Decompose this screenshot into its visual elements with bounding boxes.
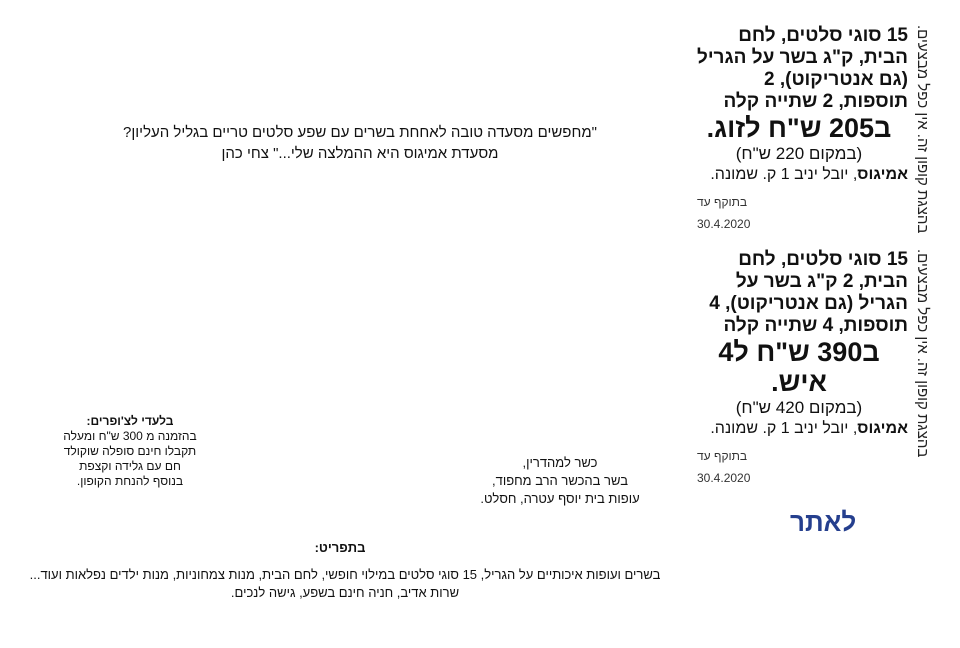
coupons-column: 15 סוגי סלטים, לחם הבית, ק"ג בשר על הגרי… [690, 25, 945, 538]
exclusive-title: בלעדי לצ'ופרים: [86, 414, 174, 428]
exclusive-line: תקבלו חינם סופלה שוקולד [63, 444, 197, 458]
exclusive-line: בנוסף להנחת הקופון. [76, 474, 184, 488]
coupon-restaurant-address: אמיגוס, יובל יניב 1 ק. שמונה. [690, 164, 908, 185]
coupon-validity: בתוקף עד 30.4.2020 [690, 445, 908, 489]
menu-line: בשרים ועופות איכותיים על הגריל, 15 סוגי … [29, 567, 661, 582]
exclusive-line: חם עם גלידה וקצפת [79, 459, 181, 473]
coupon-offer: 15 סוגי סלטים, לחם הבית, ק"ג בשר על הגרי… [690, 25, 908, 185]
exclusive-offer: בלעדי לצ'ופרים: בהזמנה מ 300 ש"ח ומעלה ת… [30, 414, 230, 489]
coupon-body: 15 סוגי סלטים, לחם הבית, ק"ג בשר על הגרי… [690, 25, 908, 235]
coupon-original-price: (במקום 220 ש"ח) [735, 144, 863, 163]
coupon-terms: בהצגת קופון זה. אין כפל מבצעים. [914, 249, 931, 458]
coupon-offer: 15 סוגי סלטים, לחם הבית, 2 ק"ג בשר על הג… [690, 249, 908, 439]
coupon-body: 15 סוגי סלטים, לחם הבית, 2 ק"ג בשר על הג… [690, 249, 908, 489]
kosher-line: בשר בהכשר הרב מחפוד, [492, 473, 628, 488]
coupon-terms: בהצגת קופון זה. אין כפל מבצעים. [914, 25, 931, 234]
kosher-line: כשר למהדרין, [522, 455, 598, 470]
menu-description: בשרים ועופות איכותיים על הגריל, 15 סוגי … [0, 566, 690, 602]
coupon-original-price: (במקום 420 ש"ח) [735, 398, 863, 417]
kosher-line: עופות בית יוסף עטרה, חסלט. [480, 491, 640, 506]
coupon-restaurant-address: אמיגוס, יובל יניב 1 ק. שמונה. [690, 418, 908, 439]
kosher-info: כשר למהדרין, בשר בהכשר הרב מחפוד, עופות … [440, 454, 680, 508]
menu-line: שרות אדיב, חניה חינם בשפע, גישה לנכים. [230, 585, 460, 600]
quote-line: "מחפשים מסעדה טובה לאחחת בשרים עם שפע סל… [123, 124, 597, 141]
menu-title: בתפריט: [314, 540, 366, 555]
restaurant-name: אמיגוס [857, 420, 908, 437]
quote-line: מסעדת אמיגוס היא ההמלצה שלי..." צחי כהן [221, 145, 499, 162]
restaurant-address: , יובל יניב 1 ק. שמונה. [710, 166, 858, 183]
valid-label: בתוקף עד [697, 195, 748, 209]
restaurant-name: אמיגוס [857, 166, 908, 183]
website-link[interactable]: לאתר [790, 507, 857, 537]
valid-date: 30.4.2020 [697, 471, 751, 485]
coupon-price: ב390 ש"ח ל4 איש. [718, 337, 880, 397]
coupon-price: ב205 ש"ח לזוג. [706, 113, 892, 143]
coupon-headline: 15 סוגי סלטים, לחם הבית, 2 ק"ג בשר על הג… [709, 249, 908, 336]
testimonial-quote: "מחפשים מסעדה טובה לאחחת בשרים עם שפע סל… [80, 122, 640, 164]
valid-date: 30.4.2020 [697, 217, 751, 231]
valid-label: בתוקף עד [697, 449, 748, 463]
coupon-couple: 15 סוגי סלטים, לחם הבית, ק"ג בשר על הגרי… [690, 25, 945, 235]
coupon-validity: בתוקף עד 30.4.2020 [690, 191, 908, 235]
coupon-headline: 15 סוגי סלטים, לחם הבית, ק"ג בשר על הגרי… [696, 25, 908, 112]
exclusive-line: בהזמנה מ 300 ש"ח ומעלה [63, 429, 197, 443]
restaurant-address: , יובל יניב 1 ק. שמונה. [710, 420, 858, 437]
coupon-group: 15 סוגי סלטים, לחם הבית, 2 ק"ג בשר על הג… [690, 249, 945, 489]
